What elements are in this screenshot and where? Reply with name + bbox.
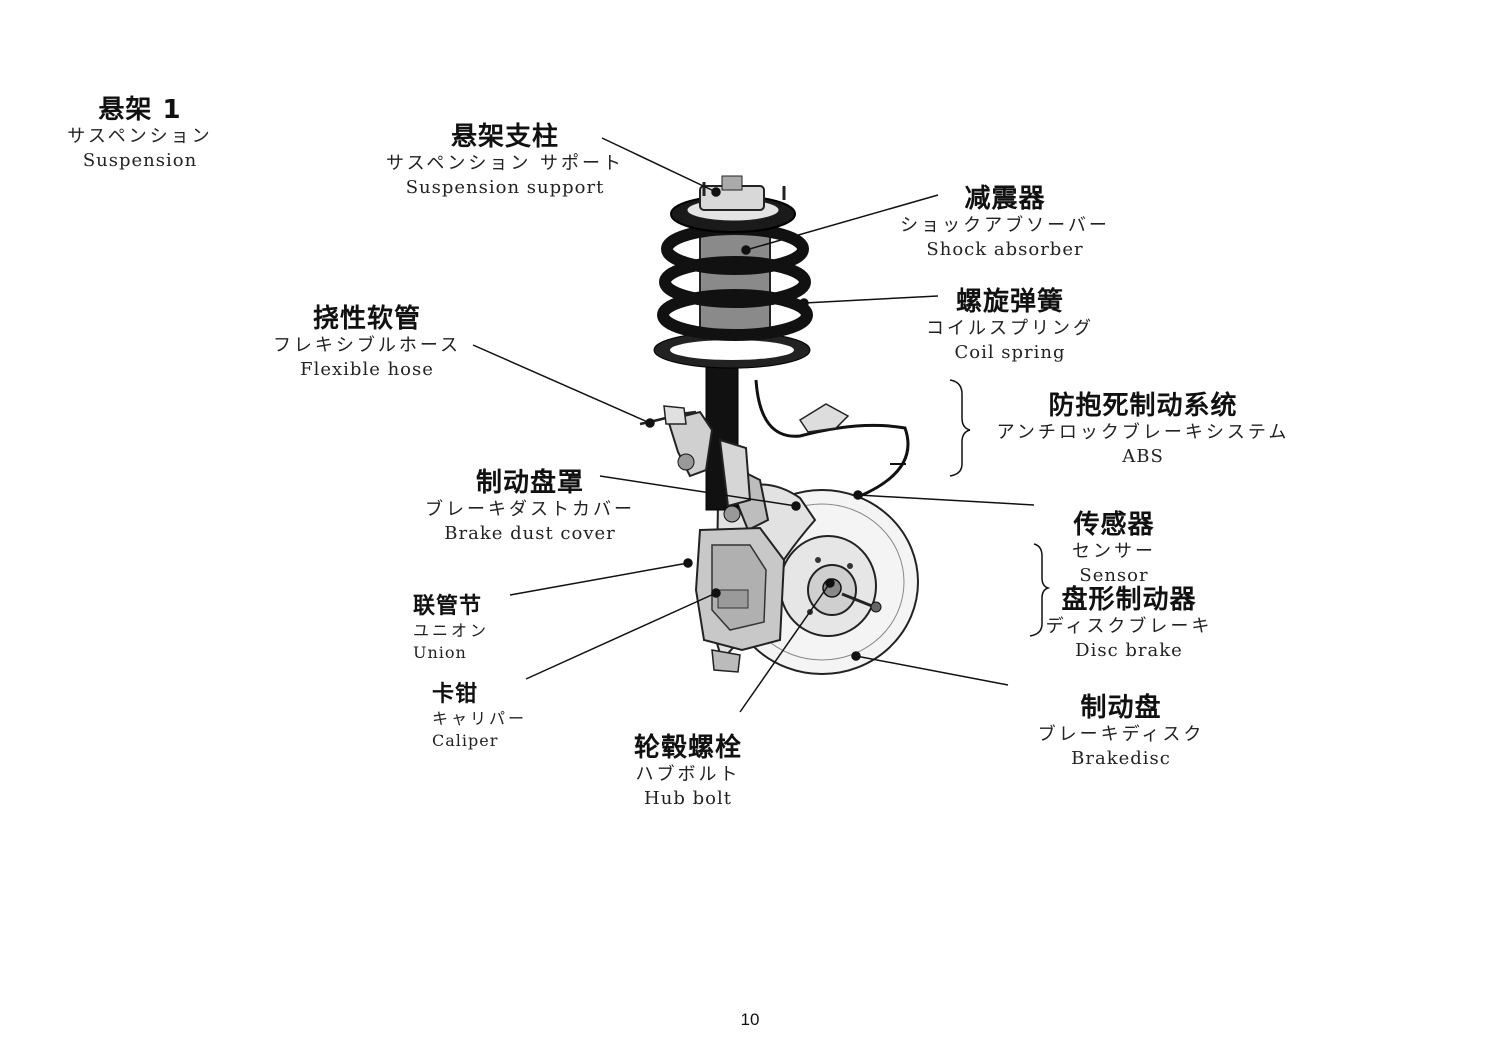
label-suspension-support: 悬架支柱 サスペンション サポート Suspension support — [370, 122, 640, 200]
label-zh: 盘形制动器 — [1061, 585, 1197, 615]
title-zh: 悬架 1 — [98, 95, 182, 125]
page-title: 悬架 1 サスペンション Suspension — [40, 95, 240, 173]
label-shock-absorber: 减震器 ショックアブソーバー Shock absorber — [895, 184, 1115, 262]
label-en: ABS — [1122, 446, 1164, 467]
label-en: Brake dust cover — [444, 523, 616, 544]
label-ja: ハブボルト — [635, 764, 741, 785]
label-en: Flexible hose — [300, 359, 434, 380]
label-zh: 制动盘罩 — [475, 468, 584, 498]
label-en: Sensor — [1079, 565, 1149, 586]
label-ja: ユニオン — [413, 621, 490, 640]
label-flexible-hose: 挠性软管 フレキシブルホース Flexible hose — [262, 304, 472, 382]
label-zh: 悬架支柱 — [450, 122, 559, 152]
braces — [949, 379, 1051, 637]
label-abs: 防抱死制动系统 アンチロックブレーキシステム ABS — [988, 391, 1298, 469]
label-coil-spring: 螺旋弹簧 コイルスプリング Coil spring — [910, 287, 1110, 365]
sensor-disc-brace — [1029, 543, 1051, 637]
label-en: Hub bolt — [644, 788, 732, 809]
label-zh: 联管节 — [413, 594, 483, 619]
title-en: Suspension — [82, 150, 198, 171]
label-ja: ブレーキダストカバー — [425, 499, 635, 520]
strut-lower-drawing — [666, 359, 752, 523]
label-zh: 螺旋弹簧 — [955, 287, 1064, 317]
label-en: Disc brake — [1075, 640, 1183, 661]
label-ja: ブレーキディスク — [1037, 724, 1205, 745]
label-ja: フレキシブルホース — [272, 335, 462, 356]
leader-lines — [472, 137, 1035, 713]
abs-wire-drawing — [754, 379, 910, 498]
label-union: 联管节 ユニオン Union — [413, 594, 533, 664]
label-zh: 卡钳 — [432, 682, 479, 707]
label-en: Union — [413, 643, 467, 662]
label-brakedisc: 制动盘 ブレーキディスク Brakedisc — [1026, 693, 1216, 771]
caliper-drawing — [694, 526, 786, 673]
label-disc-brake: 盘形制动器 ディスクブレーキ Disc brake — [1038, 585, 1220, 663]
page-number: 10 — [740, 1010, 760, 1029]
coil-spring-drawing — [653, 195, 813, 369]
label-en: Coil spring — [954, 342, 1066, 363]
label-zh: 传感器 — [1073, 510, 1155, 540]
label-hub-bolt: 轮毂螺栓 ハブボルト Hub bolt — [618, 733, 758, 811]
label-zh: 减震器 — [964, 184, 1046, 214]
title-ja: サスペンション — [67, 126, 213, 147]
label-ja: ディスクブレーキ — [1045, 616, 1213, 637]
label-brake-dust-cover: 制动盘罩 ブレーキダストカバー Brake dust cover — [410, 468, 650, 546]
flexible-hose-drawing — [639, 405, 697, 426]
label-ja: キャリパー — [432, 709, 528, 728]
label-zh: 防抱死制动系统 — [1048, 391, 1238, 421]
label-en: Suspension support — [405, 177, 605, 198]
label-ja: アンチロックブレーキシステム — [996, 422, 1290, 443]
label-ja: コイルスプリング — [926, 318, 1094, 339]
label-en: Shock absorber — [926, 239, 1084, 260]
label-en: Caliper — [432, 731, 499, 750]
label-ja: ショックアブソーバー — [900, 215, 1110, 236]
label-sensor: 传感器 センサー Sensor — [1044, 510, 1184, 588]
label-ja: センサー — [1072, 541, 1156, 562]
label-zh: 轮毂螺栓 — [633, 733, 742, 763]
label-zh: 挠性软管 — [312, 304, 421, 334]
label-en: Brakedisc — [1071, 748, 1171, 769]
label-ja: サスペンション サポート — [385, 153, 625, 174]
label-caliper: 卡钳 キャリパー Caliper — [432, 682, 552, 752]
abs-brace — [949, 379, 971, 477]
label-zh: 制动盘 — [1080, 693, 1162, 723]
